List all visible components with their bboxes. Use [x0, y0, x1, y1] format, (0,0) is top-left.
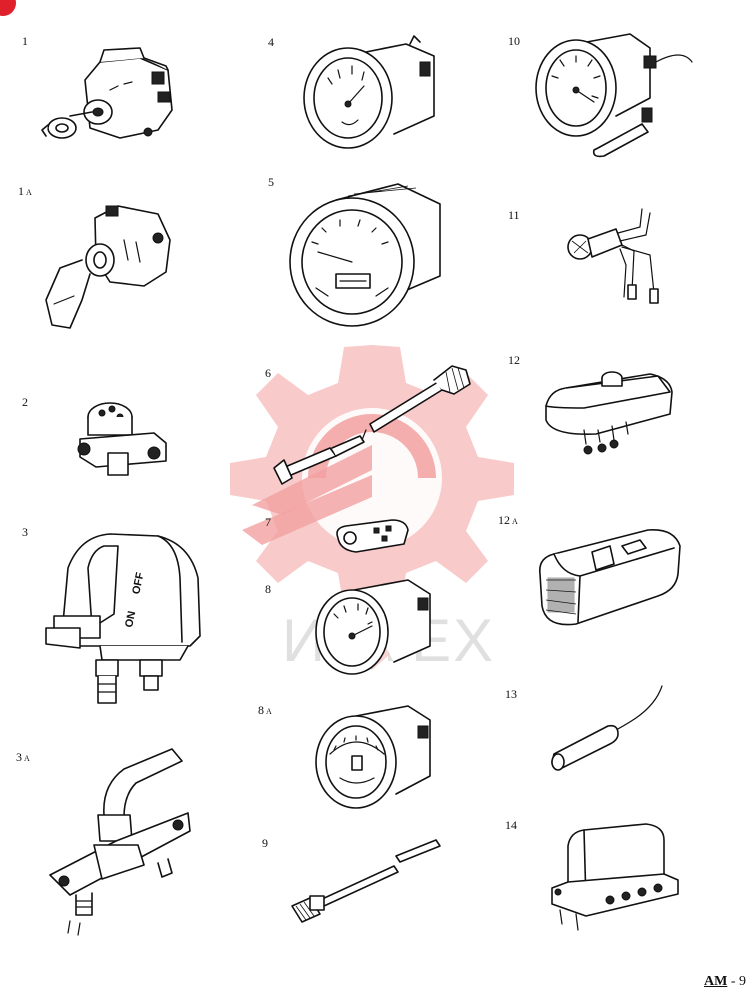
item-label-5: 5	[268, 175, 274, 189]
battery-master-switch-drawing: ON OFF	[45, 533, 201, 704]
item-label-3: 3	[22, 525, 28, 539]
temperature-gauge-drawing	[535, 33, 693, 158]
item-label-2: 2	[22, 395, 28, 409]
item-label-12: 12	[508, 353, 520, 367]
corner-badge	[0, 0, 16, 16]
page-reference: AM - 9	[704, 974, 746, 989]
gauge-8a-drawing	[315, 705, 431, 809]
bracket-plate-drawing	[336, 519, 409, 553]
gauge-8-drawing	[315, 579, 431, 675]
socket-drawing	[77, 402, 167, 476]
lever-switch-drawing	[49, 748, 191, 936]
item-label-10: 10	[508, 34, 520, 48]
drive-cable-drawing	[273, 365, 471, 485]
switch-off-text: OFF	[130, 571, 146, 595]
gauge-4-drawing	[303, 35, 435, 149]
item-label-13: 13	[505, 687, 517, 701]
wiring-connector-drawing	[567, 208, 659, 304]
item-label-6: 6	[265, 366, 271, 380]
ignition-switch-drawing	[41, 47, 173, 139]
item-label-11: 11	[508, 208, 520, 222]
relay-box-drawing	[551, 823, 679, 931]
ignition-switch-1a-drawing	[45, 205, 171, 329]
item-label-14: 14	[505, 818, 517, 832]
regulator-12a-drawing	[538, 529, 681, 626]
regulator-12-drawing	[545, 371, 673, 455]
item-label-4: 4	[268, 35, 274, 49]
item-label-1: 1	[22, 34, 28, 48]
item-label-9: 9	[262, 836, 268, 850]
sensor-bulb-drawing	[551, 685, 663, 771]
sender-rod-drawing	[291, 839, 441, 923]
switch-on-text: ON	[123, 610, 138, 629]
item-label-7: 7	[265, 515, 271, 529]
speedometer-drawing	[289, 183, 441, 327]
item-label-8: 8	[265, 582, 271, 596]
